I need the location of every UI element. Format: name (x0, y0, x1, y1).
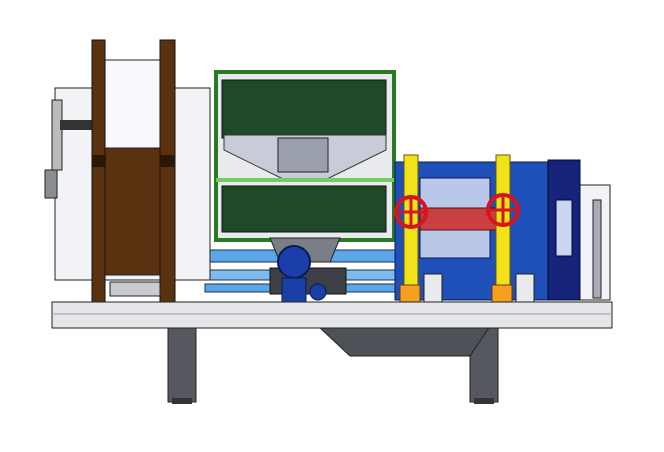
green-hopper (214, 70, 396, 263)
discharge-chute (316, 325, 491, 357)
handwheel-left-icon[interactable] (394, 195, 428, 229)
base-frame (51, 301, 613, 329)
spool-unit (44, 39, 211, 317)
drive-motor (269, 245, 347, 303)
roller-unit (394, 154, 611, 313)
handwheel-right-icon[interactable] (486, 193, 520, 227)
